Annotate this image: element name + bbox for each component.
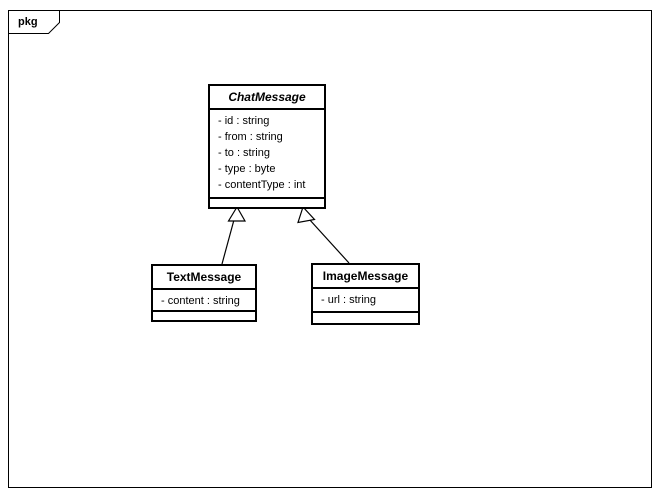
attribute-row: - contentType : int	[218, 179, 306, 191]
class-operations-chatmessage	[210, 199, 324, 207]
attribute-row: - url : string	[321, 294, 377, 306]
attribute-row: - content : string	[161, 295, 240, 307]
class-operations-textmessage	[153, 312, 255, 320]
package-tab-label: pkg	[18, 16, 38, 28]
class-name-textmessage: TextMessage	[153, 266, 255, 290]
class-name-chatmessage: ChatMessage	[210, 86, 324, 110]
package-frame	[8, 10, 652, 488]
class-attributes-imagemessage: - url : string	[313, 289, 418, 313]
class-name-imagemessage: ImageMessage	[313, 265, 418, 289]
package-tab-shape	[8, 10, 60, 34]
attribute-row: - id : string	[218, 115, 270, 127]
attribute-row: - type : byte	[218, 163, 276, 175]
class-operations-imagemessage	[313, 313, 418, 323]
class-box-chatmessage[interactable]: ChatMessage - id : string - from : strin…	[208, 84, 326, 209]
package-tab: pkg	[8, 10, 60, 34]
attribute-row: - from : string	[218, 131, 283, 143]
class-box-imagemessage[interactable]: ImageMessage - url : string	[311, 263, 420, 325]
class-box-textmessage[interactable]: TextMessage - content : string	[151, 264, 257, 322]
class-attributes-chatmessage: - id : string - from : string - to : str…	[210, 110, 324, 199]
class-attributes-textmessage: - content : string	[153, 290, 255, 312]
attribute-row: - to : string	[218, 147, 270, 159]
